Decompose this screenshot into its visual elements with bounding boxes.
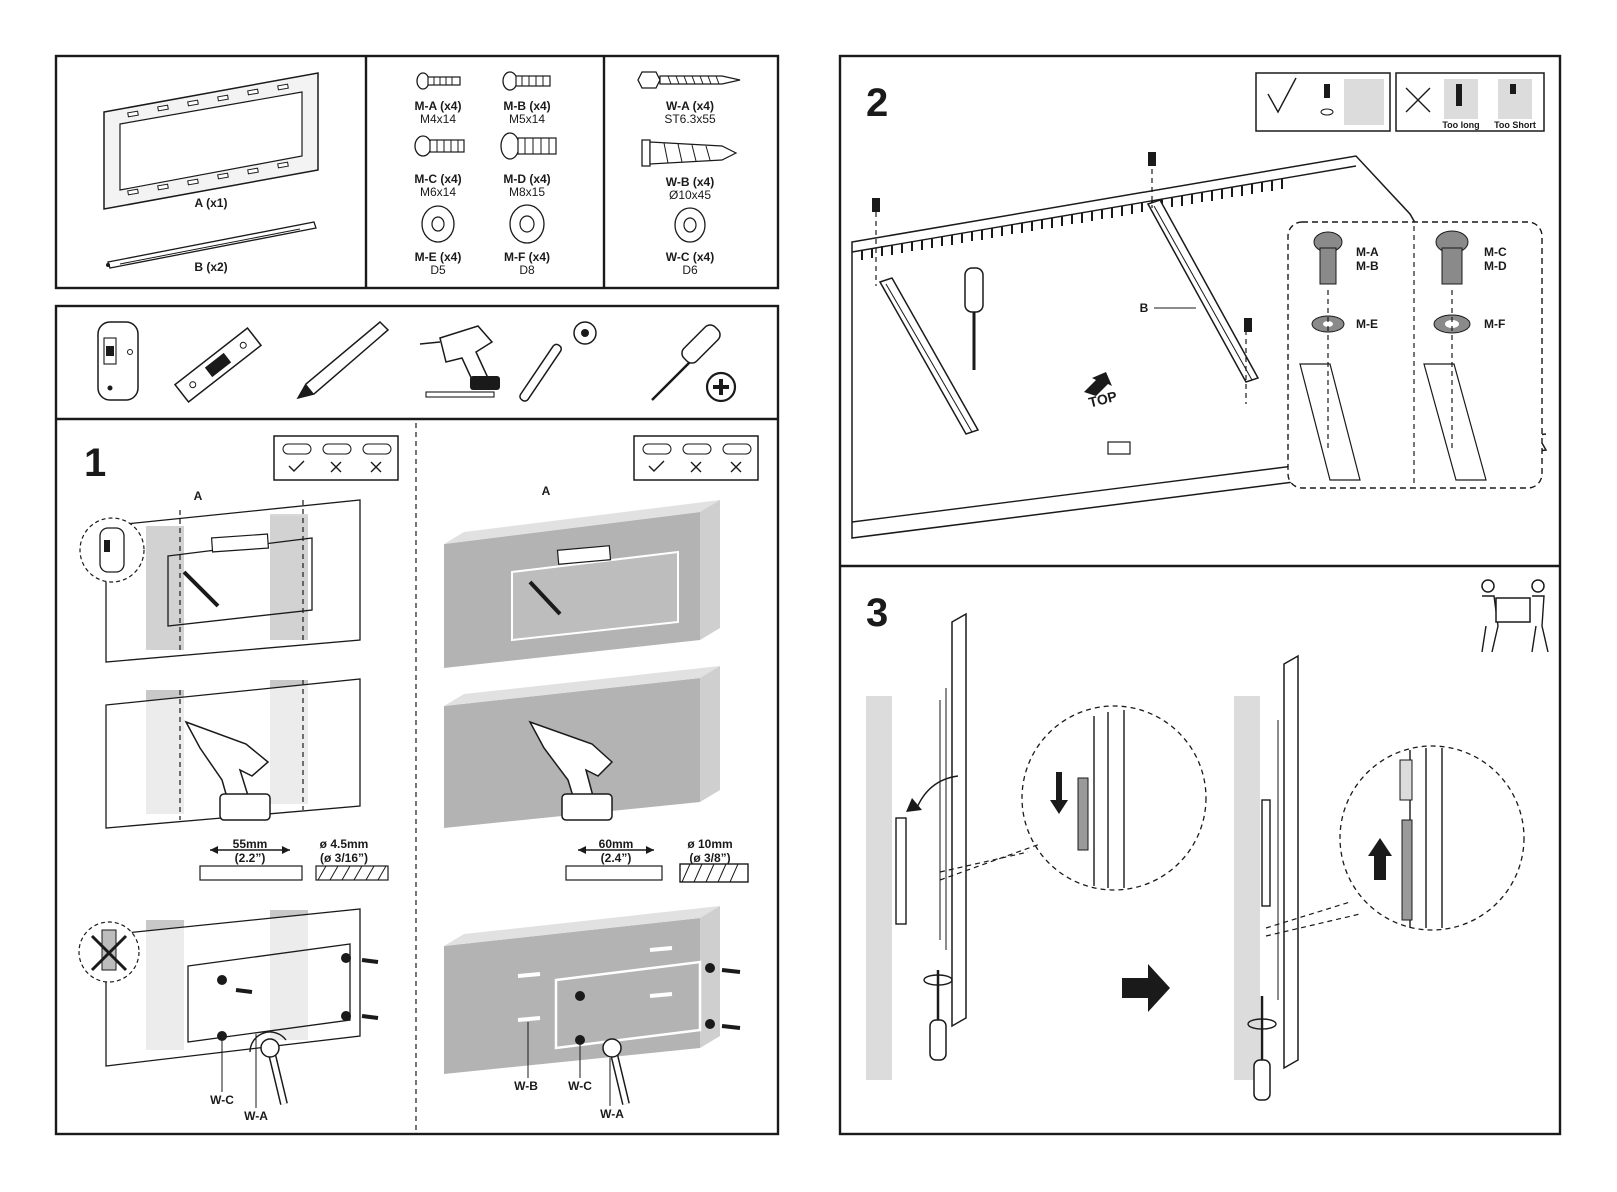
level-check-legend-masonry — [634, 436, 758, 480]
screw-m-d — [501, 133, 556, 159]
screw-m-d-code: M-D (x4) — [503, 172, 550, 186]
wood-wall-drill — [106, 679, 360, 828]
anchor-w-b — [642, 140, 736, 166]
no-anchor-detail — [79, 922, 139, 982]
step3-illustration: 3 — [866, 580, 1548, 1100]
step1-wood-label-a: A — [194, 489, 203, 503]
too-short-label: Too Short — [1494, 120, 1536, 130]
screw-length-ok-box — [1256, 73, 1390, 131]
socket-wrench-icon — [518, 322, 596, 403]
masonry-wall-level — [444, 500, 720, 668]
masonry-wall-drill — [444, 666, 720, 828]
m-b-callout: M-B — [1356, 259, 1379, 273]
masonry-spacing: 60mm — [599, 837, 634, 851]
w-c-size: D6 — [682, 263, 698, 277]
wall-plate-a-drawing — [104, 73, 318, 209]
step2-illustration: 2 Too long Too Short — [852, 73, 1546, 538]
screw-m-a-code: M-A (x4) — [415, 99, 462, 113]
w-b-code: W-B (x4) — [666, 175, 714, 189]
w-a-size: ST6.3x55 — [664, 112, 716, 126]
screw-m-c-size: M6x14 — [420, 185, 456, 199]
washer-m-e-code: M-E (x4) — [415, 250, 462, 264]
m-f-callout: M-F — [1484, 317, 1505, 331]
power-drill-icon — [420, 326, 500, 397]
tv-side-right — [1278, 656, 1298, 1068]
wall-plate-right — [1262, 800, 1270, 906]
screw-m-a-size: M4x14 — [420, 112, 456, 126]
masonry-w-c-callout: W-C — [568, 1079, 592, 1093]
masonry-wall-mount — [444, 906, 740, 1106]
wood-wall-mount — [79, 909, 378, 1108]
wall-plate-left — [896, 818, 906, 924]
stud-finder-detail — [80, 518, 144, 582]
m-e-callout: M-E — [1356, 317, 1378, 331]
masonry-spacing-in: (2.4”) — [601, 851, 632, 865]
spirit-level-icon — [175, 328, 261, 402]
wood-spacing: 55mm — [233, 837, 268, 851]
two-person-lift-icon — [1482, 580, 1548, 652]
detail-zoom-left — [940, 706, 1206, 890]
lag-bolt-w-a — [638, 72, 740, 88]
wood-drill-size-in: (ø 3/16”) — [320, 851, 368, 865]
washer-m-f-size: D8 — [519, 263, 535, 277]
tools-and-step1-panel: 1 — [56, 306, 778, 1134]
screwdriver-left-icon — [924, 970, 952, 1060]
part-a-label: A (x1) — [195, 196, 228, 210]
washer-w-c — [675, 208, 705, 242]
screw-m-a — [417, 73, 460, 89]
masonry-drill-size: ø 10mm — [687, 837, 732, 851]
tv-side-left — [940, 614, 966, 1026]
washer-m-f — [510, 205, 544, 243]
stud-finder-icon — [98, 322, 138, 400]
next-arrow-icon — [1122, 964, 1170, 1012]
m-d-callout: M-D — [1484, 259, 1507, 273]
wood-drill-size: ø 4.5mm — [320, 837, 369, 851]
wood-w-a-callout: W-A — [244, 1109, 268, 1123]
washer-m-f-code: M-F (x4) — [504, 250, 550, 264]
m-c-callout: M-C — [1484, 245, 1507, 259]
wood-spacing-in: (2.2”) — [235, 851, 266, 865]
masonry-w-a-callout: W-A — [600, 1107, 624, 1121]
masonry-w-b-callout: W-B — [514, 1079, 538, 1093]
screw-m-b-size: M5x14 — [509, 112, 545, 126]
w-c-code: W-C (x4) — [666, 250, 714, 264]
step1-masonry-label-a: A — [542, 484, 551, 498]
arm-b-callout: B — [1140, 301, 1149, 315]
wood-w-c-callout: W-C — [210, 1093, 234, 1107]
masonry-drill-size-in: (ø 3/8”) — [689, 851, 730, 865]
detail-zoom-right — [1266, 746, 1524, 936]
screw-m-b-code: M-B (x4) — [503, 99, 550, 113]
screw-m-d-size: M8x15 — [509, 185, 545, 199]
wall-section-right — [1234, 696, 1260, 1080]
wall-section-left — [866, 696, 892, 1080]
screw-m-c — [415, 136, 464, 156]
washer-m-e — [422, 206, 454, 242]
screw-m-b — [503, 72, 550, 90]
phillips-screwdriver-icon — [652, 322, 735, 401]
too-long-label: Too long — [1442, 120, 1479, 130]
w-a-code: W-A (x4) — [666, 99, 714, 113]
step2-number: 2 — [866, 81, 888, 125]
level-check-legend-wood — [274, 436, 398, 480]
screw-m-c-code: M-C (x4) — [414, 172, 461, 186]
step1-number: 1 — [84, 441, 106, 485]
pencil-icon — [298, 322, 388, 398]
parts-list-panel: A (x1) B (x2) M-A (x4) M4x14 M-B (x4) M5… — [56, 56, 778, 288]
washer-m-e-size: D5 — [430, 263, 446, 277]
m-a-callout: M-A — [1356, 245, 1379, 259]
part-b-label: B (x2) — [194, 260, 227, 274]
wood-wall-level — [106, 500, 360, 662]
w-b-size: Ø10x45 — [669, 188, 711, 202]
step3-number: 3 — [866, 591, 888, 635]
